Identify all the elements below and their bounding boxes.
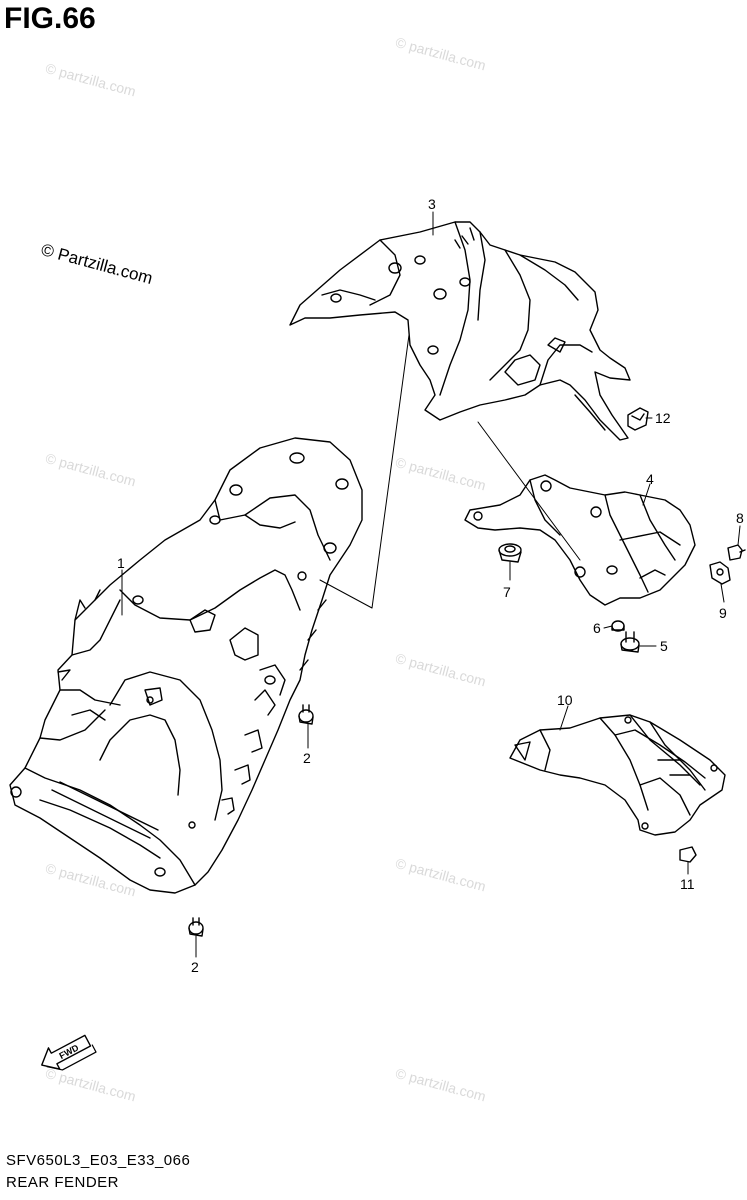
part-12-clip bbox=[627, 407, 649, 431]
part-7-grommet bbox=[498, 543, 522, 563]
leader-lines bbox=[121, 211, 741, 958]
callout-4: 4 bbox=[646, 471, 654, 487]
part-6-nut bbox=[611, 620, 625, 632]
callout-8: 8 bbox=[736, 510, 744, 526]
figure-title: FIG.66 bbox=[4, 2, 96, 35]
callout-5: 5 bbox=[660, 638, 668, 654]
part-5-bolt bbox=[620, 631, 640, 653]
callout-9: 9 bbox=[719, 605, 727, 621]
part-11-bolt bbox=[679, 846, 697, 863]
part-3-rear-fender-upper bbox=[289, 221, 631, 441]
callout-10: 10 bbox=[557, 692, 573, 708]
callout-2b: 2 bbox=[191, 959, 199, 975]
callout-1: 1 bbox=[117, 555, 125, 571]
figure-name: REAR FENDER bbox=[6, 1174, 120, 1191]
guide-line bbox=[319, 334, 410, 609]
part-4-bracket bbox=[464, 474, 696, 606]
part-2-nut-lower bbox=[188, 917, 204, 937]
callout-6: 6 bbox=[593, 620, 601, 636]
fwd-arrow-icon: FWD bbox=[41, 1034, 97, 1071]
callout-3: 3 bbox=[428, 196, 436, 212]
part-10-support-bracket bbox=[509, 714, 726, 836]
callout-7: 7 bbox=[503, 584, 511, 600]
part-8-bolt bbox=[727, 544, 746, 561]
guide-line bbox=[477, 421, 581, 561]
part-2-nut-upper bbox=[298, 704, 314, 725]
part-1-rear-fender bbox=[9, 437, 363, 894]
part-9-clip-nut bbox=[709, 561, 731, 585]
callout-2a: 2 bbox=[303, 750, 311, 766]
callout-11: 11 bbox=[680, 876, 695, 892]
model-code: SFV650L3_E03_E33_066 bbox=[6, 1152, 191, 1169]
callout-12: 12 bbox=[655, 410, 671, 426]
